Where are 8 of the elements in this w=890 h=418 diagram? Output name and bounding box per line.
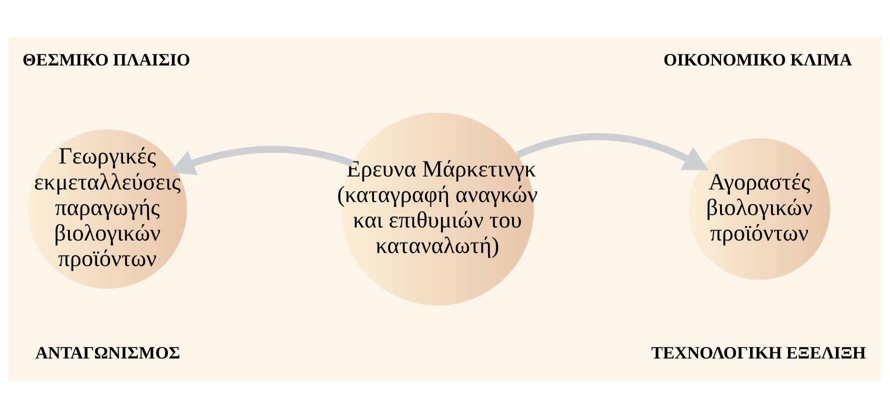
- label: ΟΙΚΟΝΟΜΙΚΟ ΚΛΙΜΑ: [663, 49, 852, 70]
- label: ΤΕΧΝΟΛΟΓΙΚΗ ΕΞΕΛΙΞΗ: [651, 342, 866, 362]
- arrow: [170, 146, 354, 176]
- node-circle: Αγοραστές βιολογικών προϊόντων: [688, 138, 830, 280]
- node-circle: Γεωργικές εκμεταλλεύσεις παραγωγής βιολογικών προϊόντων: [28, 129, 187, 289]
- label: ΑΝΤΑΓΩΝΙΣΜΟΣ: [35, 342, 180, 362]
- arrow: [516, 133, 709, 170]
- label: ΘΕΣΜΙΚΟ ΠΛΑΙΣΙΟ: [22, 49, 190, 70]
